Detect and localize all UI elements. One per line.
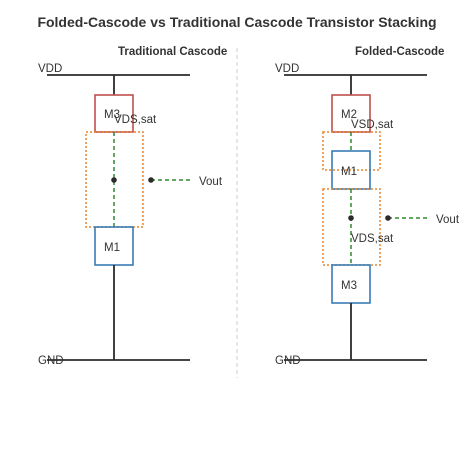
folded-vds-label: VDS,sat	[351, 233, 394, 245]
folded-node-dot	[348, 215, 354, 221]
traditional-cascode-circuit: VDD M3 VDS,sat Vout M1 GND	[38, 63, 223, 367]
traditional-m3-label: M3	[104, 109, 120, 121]
folded-m3-label: M3	[341, 280, 357, 292]
traditional-panel-title: Traditional Cascode	[118, 46, 228, 58]
folded-output-dot	[385, 215, 391, 221]
folded-panel-title: Folded-Cascode	[355, 46, 445, 58]
folded-cascode-circuit: VDD M2 VSD,sat M1 Vout VDS,sat M3 GND	[275, 63, 460, 367]
traditional-vout-label: Vout	[199, 176, 223, 188]
traditional-vdd-label: VDD	[38, 63, 62, 75]
traditional-vds-label: VDS,sat	[114, 114, 157, 126]
folded-m2-label: M2	[341, 109, 357, 121]
folded-m1-label: M1	[341, 166, 357, 178]
traditional-m1-label: M1	[104, 242, 120, 254]
folded-gnd-label: GND	[275, 355, 301, 367]
folded-vsd-label: VSD,sat	[351, 119, 394, 131]
traditional-node-dot	[111, 177, 117, 183]
traditional-gnd-label: GND	[38, 355, 64, 367]
folded-vdd-label: VDD	[275, 63, 299, 75]
diagram-title: Folded-Cascode vs Traditional Cascode Tr…	[37, 14, 437, 30]
traditional-output-dot	[148, 177, 154, 183]
folded-vout-label: Vout	[436, 214, 460, 226]
